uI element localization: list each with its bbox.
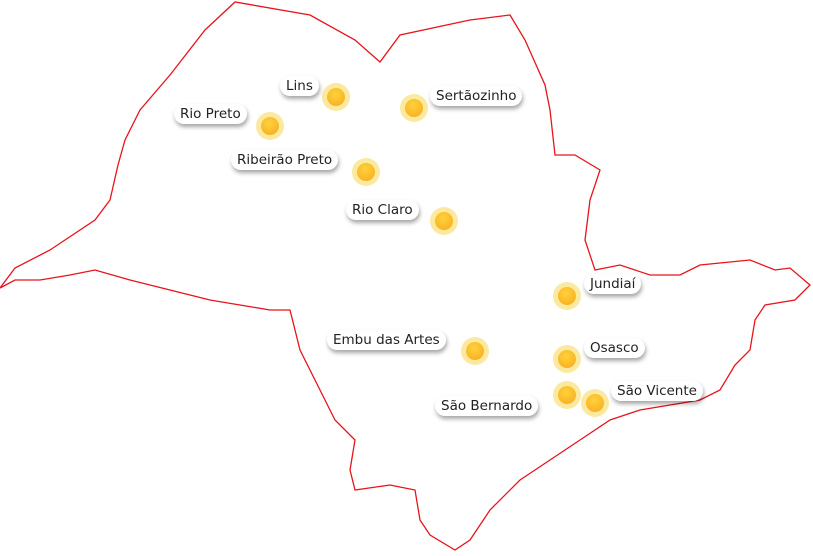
city-marker-sao-vicente[interactable] (581, 389, 609, 417)
city-label-embu-das-artes[interactable]: Embu das Artes (327, 330, 446, 350)
city-label-lins[interactable]: Lins (280, 76, 319, 96)
city-label-ribeirao-preto[interactable]: Ribeirão Preto (231, 150, 339, 170)
city-marker-lins[interactable] (322, 83, 350, 111)
city-marker-sao-bernardo[interactable] (553, 381, 581, 409)
city-label-sao-bernardo[interactable]: São Bernardo (435, 396, 539, 416)
city-label-sao-vicente[interactable]: São Vicente (611, 381, 703, 401)
city-label-rio-preto[interactable]: Rio Preto (174, 104, 247, 124)
city-marker-ribeirao-preto[interactable] (352, 158, 380, 186)
city-marker-embu-das-artes[interactable] (461, 337, 489, 365)
city-label-rio-claro[interactable]: Rio Claro (346, 200, 419, 220)
city-label-osasco[interactable]: Osasco (584, 338, 645, 358)
city-marker-rio-claro[interactable] (430, 207, 458, 235)
city-marker-rio-preto[interactable] (256, 112, 284, 140)
city-marker-jundiai[interactable] (553, 282, 581, 310)
city-label-jundiai[interactable]: Jundiaí (584, 274, 642, 294)
city-marker-osasco[interactable] (553, 345, 581, 373)
city-marker-sertaozinho[interactable] (400, 94, 428, 122)
city-label-sertaozinho[interactable]: Sertãozinho (430, 86, 523, 106)
